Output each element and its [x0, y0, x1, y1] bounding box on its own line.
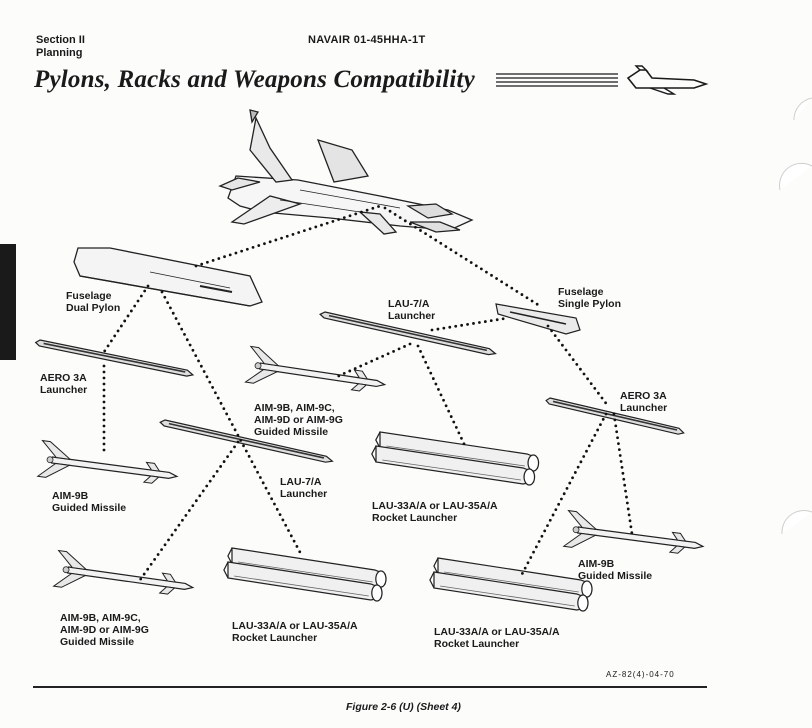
manual-number: NAVAIR 01-45HHA-1T — [308, 34, 426, 46]
label-fuselage-single-pylon: Fuselage Single Pylon — [558, 286, 622, 310]
binder-holes — [779, 97, 812, 535]
label-fuselage-dual-pylon: Fuselage Dual Pylon — [66, 290, 121, 314]
title-speed-lines — [496, 73, 618, 87]
aim-missile-bottom-left-drawing — [53, 549, 196, 606]
aim-missile-mid-drawing — [244, 345, 388, 404]
aim-9b-missile-left-drawing — [37, 439, 180, 495]
fuselage-dual-pylon-drawing — [73, 247, 263, 307]
label-aim-missile-bottom-left: AIM-9B, AIM-9C, AIM-9D or AIM-9G Guided … — [60, 612, 149, 648]
footer-rule — [33, 686, 707, 688]
label-aero-3a-left: AERO 3A Launcher — [40, 372, 88, 396]
page-title: Pylons, Racks and Weapons Compatibility — [34, 66, 475, 93]
compatibility-connectors — [102, 204, 634, 582]
aircraft-illustration — [218, 109, 474, 235]
figure-caption: Figure 2-6 (U) (Sheet 4) — [346, 701, 461, 713]
label-lau-7a-top: LAU-7/A Launcher — [388, 298, 436, 322]
label-aim-missile-mid: AIM-9B, AIM-9C, AIM-9D or AIM-9G Guided … — [254, 402, 343, 438]
rocket-launcher-mid-drawing — [371, 431, 540, 486]
label-aim-9b-right: AIM-9B Guided Missile — [578, 558, 653, 582]
rocket-launcher-bottom-mid-drawing — [223, 547, 387, 602]
title-aircraft-icon — [626, 65, 709, 95]
aim-9b-missile-right-drawing — [563, 509, 706, 565]
label-rocket-launcher-bottom-right: LAU-33A/A or LAU-35A/A Rocket Launcher — [434, 626, 560, 650]
label-rocket-launcher-mid: LAU-33A/A or LAU-35A/A Rocket Launcher — [372, 500, 498, 524]
label-aim-9b-left: AIM-9B Guided Missile — [52, 490, 127, 514]
rocket-launcher-bottom-right-drawing — [429, 557, 593, 612]
label-lau-7a-mid: LAU-7/A Launcher — [280, 476, 328, 500]
label-aero-3a-right: AERO 3A Launcher — [620, 390, 668, 414]
section-label: Section II Planning — [36, 34, 85, 59]
figure-code: AZ-82(4)-04-70 — [606, 670, 675, 679]
change-bar — [0, 244, 16, 360]
fuselage-single-pylon-drawing — [495, 303, 581, 335]
label-rocket-launcher-bottom-mid: LAU-33A/A or LAU-35A/A Rocket Launcher — [232, 620, 358, 644]
